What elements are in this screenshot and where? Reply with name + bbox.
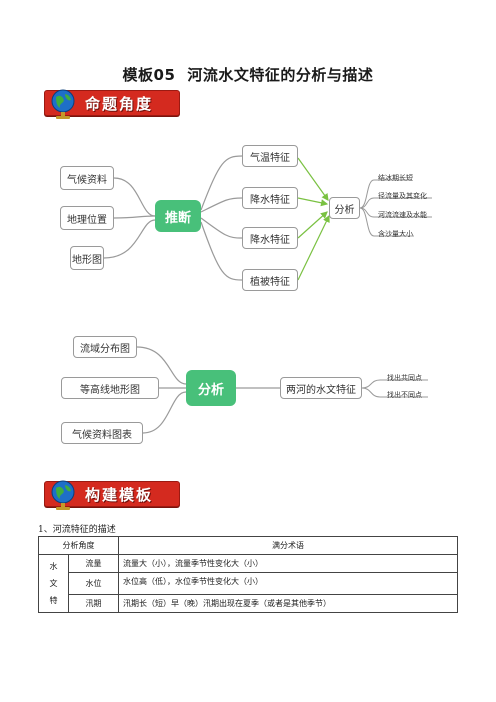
section-banner-proposition: 命题角度 (44, 89, 180, 119)
description-table: 分析角度 满分术语 水 文 特 流量 流量大（小），流量季节性变化大（小） 水位… (38, 536, 458, 613)
section-banner-template: 构建模板 (44, 480, 180, 510)
term-cell: 流量大（小），流量季节性变化大（小） (118, 554, 458, 573)
leaf-sediment: 含沙量大小 (378, 230, 413, 238)
term-cell: 汛期长（短）早（晚）汛期出现在夏季（或者是其他季节） (118, 594, 458, 613)
aspect-cell: 水位 (68, 572, 119, 595)
feature-node-vegetation: 植被特征 (242, 269, 298, 291)
leaf-differences: 找出不同点 (387, 391, 422, 399)
result-node-hydro-features: 两河的水文特征 (280, 377, 362, 399)
input-node-climate-chart: 气候资料图表 (61, 422, 143, 444)
leaf-flow-speed: 河流流速及水能 (378, 211, 427, 219)
center-node-analyze: 分析 (186, 370, 236, 406)
group-cell: 水 文 特 (38, 554, 69, 613)
table-row: 水 文 特 流量 流量大（小），流量季节性变化大（小） (38, 554, 458, 613)
header-terms: 满分术语 (118, 536, 458, 555)
feature-node-temperature: 气温特征 (242, 145, 298, 167)
input-node-basin-map: 流域分布图 (73, 336, 137, 358)
leaf-common-points: 找出共同点 (387, 374, 422, 382)
feature-node-precipitation-1: 降水特征 (242, 187, 298, 209)
result-node-analysis: 分析 (329, 197, 360, 219)
center-node-infer: 推断 (155, 200, 201, 232)
leaf-runoff: 径流量及其变化 (378, 192, 427, 200)
feature-node-precipitation-2: 降水特征 (242, 227, 298, 249)
section-heading: 1、河流特征的描述 (38, 525, 116, 535)
aspect-cell: 汛期 (68, 594, 119, 613)
table-row: 水位 水位高（低），水位季节性变化大（小） (39, 572, 458, 595)
header-aspect: 分析角度 (38, 536, 119, 555)
input-node-contour-map: 等高线地形图 (61, 377, 159, 399)
input-node-location: 地理位置 (60, 206, 114, 230)
input-node-climate: 气候资料 (60, 166, 114, 190)
table-row: 汛期 汛期长（短）早（晚）汛期出现在夏季（或者是其他季节） (39, 594, 458, 613)
table-header-row: 分析角度 满分术语 (38, 536, 458, 555)
term-cell: 水位高（低），水位季节性变化大（小） (118, 572, 458, 595)
leaf-freeze-period: 结冰期长短 (378, 174, 413, 182)
aspect-cell: 流量 (68, 554, 119, 573)
input-node-terrain-map: 地形图 (70, 246, 104, 270)
globe-icon (51, 89, 75, 119)
globe-icon (51, 480, 75, 510)
